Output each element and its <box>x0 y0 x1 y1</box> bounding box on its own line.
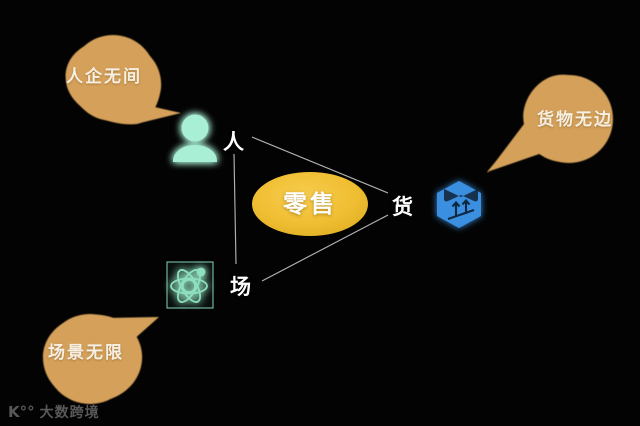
connector-lines <box>233 136 389 282</box>
edge-person-scene <box>233 153 237 265</box>
atom-icon <box>170 267 208 303</box>
scene-callout-text: 场景无限 <box>48 343 124 363</box>
person-icon <box>173 114 217 162</box>
vertex-label-person: 人 <box>223 130 244 154</box>
center-label: 零售 <box>283 190 337 218</box>
edge-person-goods <box>251 136 389 194</box>
goods-callout-text: 货物无边 <box>537 110 613 130</box>
atom-icon-border <box>166 261 214 309</box>
person-callout-bubble <box>65 35 181 125</box>
package-box-icon <box>437 181 481 228</box>
package-up-arrows <box>447 198 475 220</box>
watermark-label: 大数跨境 <box>39 404 100 421</box>
edge-goods-scene <box>261 214 389 282</box>
scene-callout-bubble <box>42 314 159 404</box>
goods-callout-bubble <box>487 74 613 173</box>
person-callout-text: 人企无间 <box>66 67 142 87</box>
center-ellipse <box>252 172 368 236</box>
watermark-logo-icon: K°° <box>8 403 35 421</box>
vertex-label-scene: 场 <box>230 275 251 299</box>
atom-icon-frame <box>166 261 214 309</box>
vertex-label-goods: 货 <box>392 195 413 219</box>
watermark: K°° 大数跨境 <box>8 405 100 420</box>
